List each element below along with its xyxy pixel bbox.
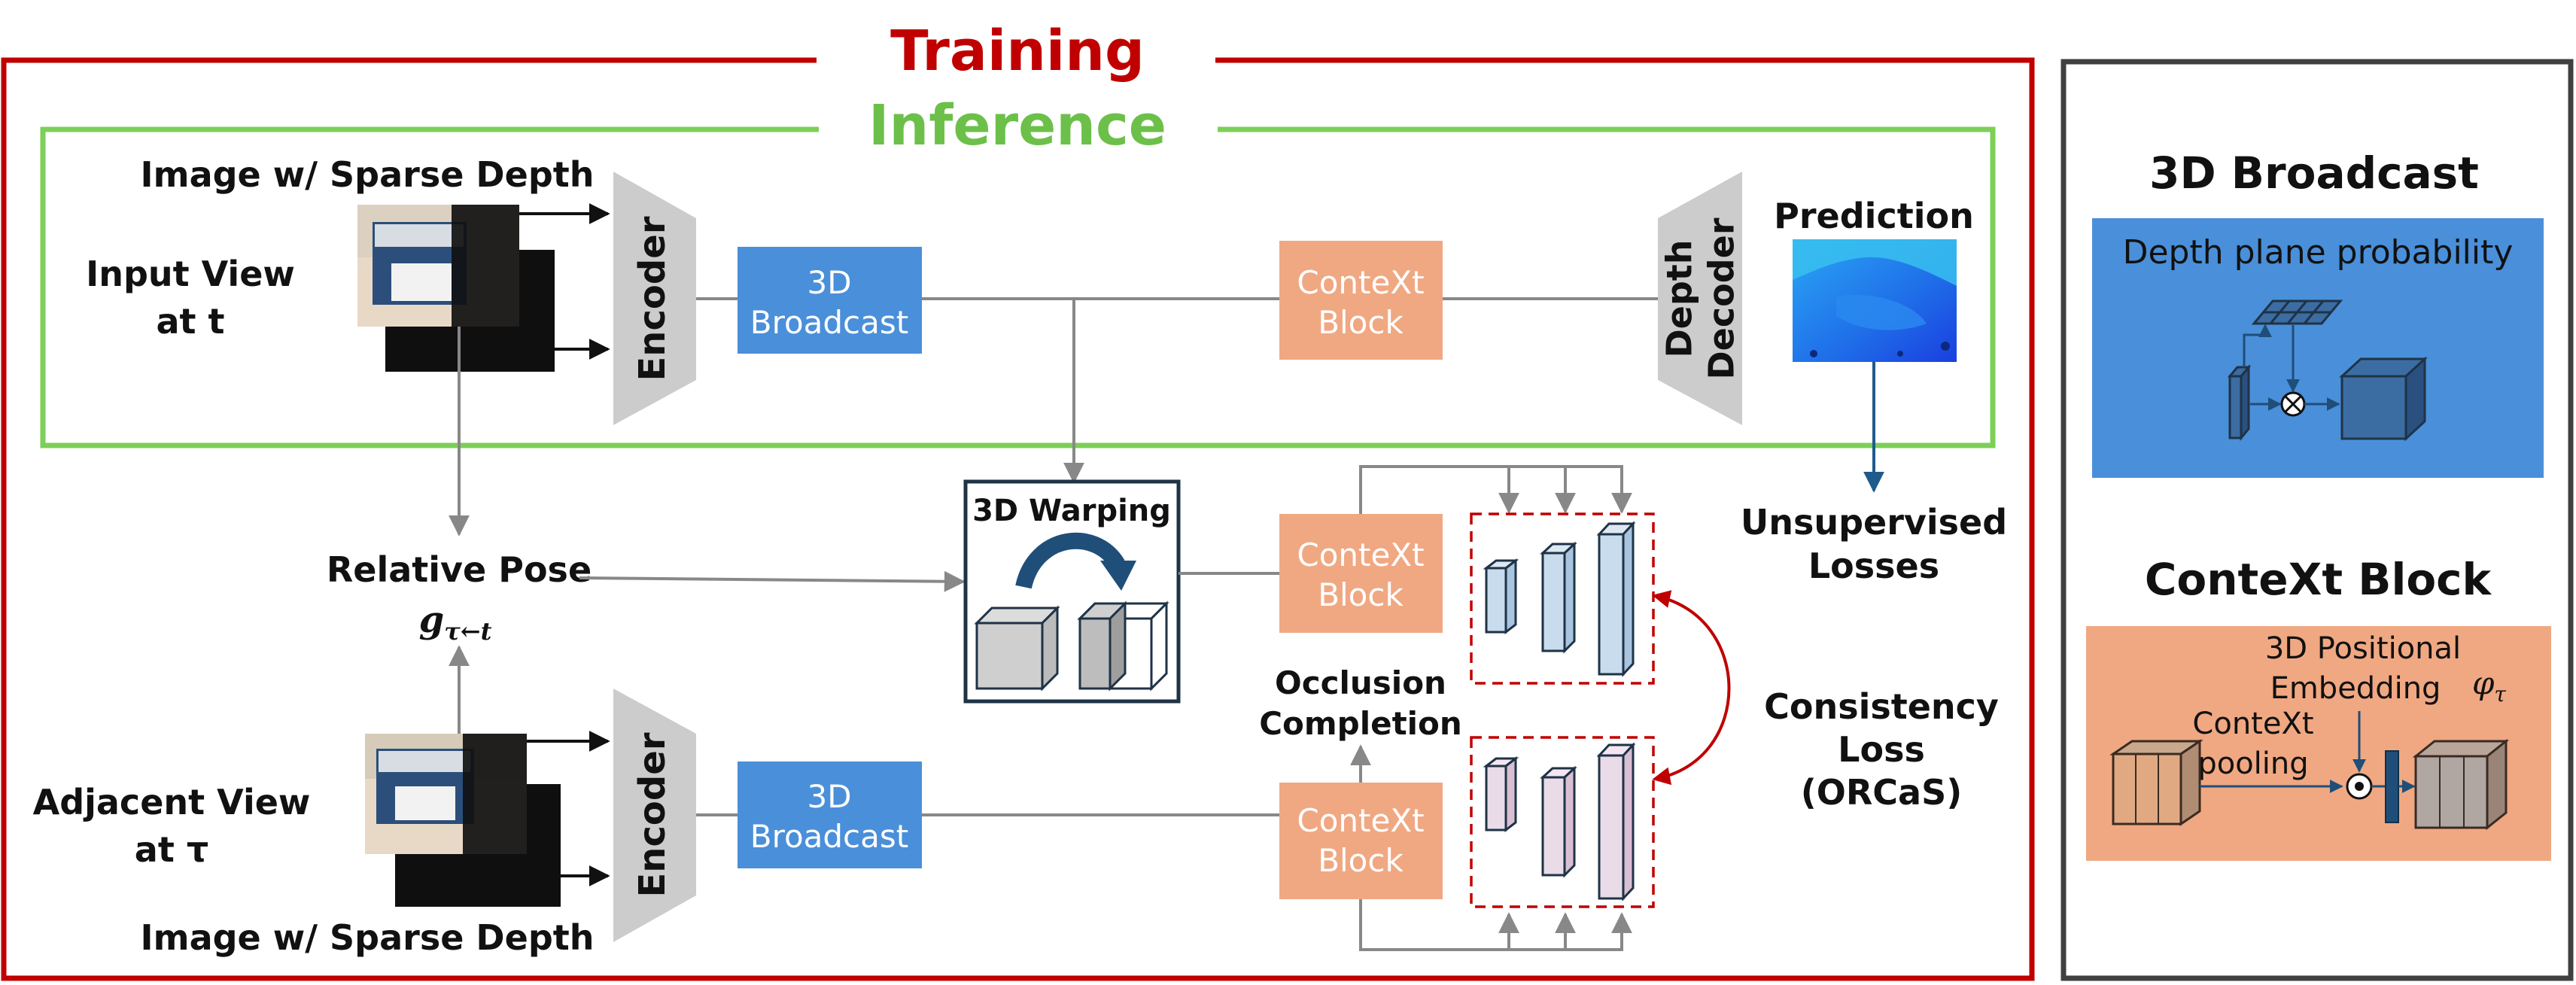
unsupervised-losses-label: Unsupervised Losses (1741, 502, 2007, 586)
pose-to-warping-arrow (579, 570, 966, 592)
consistency-loss-label: Consistency Loss (ORCaS) (1764, 686, 1999, 813)
adjacent-view-label: Adjacent View at τ (33, 782, 311, 870)
svg-text:at τ: at τ (135, 829, 208, 870)
phi-symbol: φτ (2472, 664, 2506, 707)
encoder-top: Encoder (613, 172, 696, 425)
svg-text:Embedding: Embedding (2270, 671, 2441, 706)
legend-broadcast-panel: Depth plane probability (2092, 218, 2544, 478)
svg-text:ConteXt: ConteXt (1297, 264, 1424, 301)
svg-text:Depth: Depth (1659, 239, 1700, 357)
svg-text:Block: Block (1318, 842, 1404, 879)
depth-decoder: Depth Decoder (1658, 172, 1742, 425)
svg-text:3D Positional: 3D Positional (2265, 631, 2461, 666)
svg-text:Input View: Input View (86, 254, 295, 294)
adjacent-image-stack (365, 734, 561, 907)
svg-text:3D Warping: 3D Warping (972, 494, 1171, 528)
input-image-stack (357, 205, 555, 372)
inference-frame (40, 126, 1996, 448)
svg-text:Broadcast: Broadcast (750, 304, 908, 341)
encoder-bottom: Encoder (613, 689, 696, 942)
bottom-image-caption: Image w/ Sparse Depth (141, 917, 595, 958)
broadcast-block-top: 3D Broadcast (738, 247, 922, 354)
legend-context-panel: 3D Positional Embedding φτ ConteXt pooli… (2086, 626, 2551, 861)
svg-text:Encoder: Encoder (631, 732, 674, 897)
context-block-mid: ConteXt Block (1279, 514, 1443, 633)
consistency-arrow (1652, 590, 1731, 786)
feature-pyramid-bottom (1359, 736, 1655, 951)
svg-text:Block: Block (1318, 304, 1404, 341)
svg-text:Occlusion: Occlusion (1275, 664, 1446, 701)
svg-text:Unsupervised: Unsupervised (1741, 502, 2007, 543)
svg-text:Completion: Completion (1259, 705, 1462, 742)
training-frame (1, 57, 2035, 981)
svg-text:Consistency: Consistency (1764, 686, 1999, 727)
svg-text:Adjacent View: Adjacent View (33, 782, 311, 822)
svg-text:ConteXt: ConteXt (1297, 537, 1424, 573)
svg-text:Losses: Losses (1808, 546, 1939, 586)
svg-text:Broadcast: Broadcast (750, 818, 908, 855)
context-block-top: ConteXt Block (1279, 241, 1443, 360)
inference-title: Inference (868, 93, 1166, 158)
svg-text:pooling: pooling (2197, 746, 2308, 781)
legend-frame (2060, 59, 2574, 981)
pose-symbol: gτ←t (419, 599, 492, 646)
prediction-label: Prediction (1774, 196, 1974, 236)
legend-broadcast-title: 3D Broadcast (2149, 147, 2479, 199)
feature-pyramid-top (1359, 465, 1655, 685)
training-title: Training (890, 19, 1145, 84)
occlusion-completion-label: Occlusion Completion (1259, 664, 1462, 742)
relative-pose-label: Relative Pose (327, 549, 592, 590)
top-image-caption: Image w/ Sparse Depth (141, 154, 595, 195)
svg-text:3D: 3D (807, 264, 851, 301)
svg-text:ConteXt: ConteXt (1297, 802, 1424, 839)
svg-text:Block: Block (1318, 576, 1404, 613)
svg-text:Encoder: Encoder (631, 216, 674, 381)
svg-text:Depth plane probability: Depth plane probability (2123, 233, 2514, 272)
svg-text:ConteXt: ConteXt (2192, 707, 2313, 741)
svg-text:at t: at t (156, 301, 224, 342)
legend-context-title: ConteXt Block (2145, 554, 2492, 605)
broadcast-block-bottom: 3D Broadcast (738, 762, 922, 868)
svg-text:Loss: Loss (1838, 729, 1925, 770)
svg-text:(ORCaS): (ORCaS) (1801, 772, 1963, 813)
input-view-label: Input View at t (86, 254, 295, 342)
prediction-image (1793, 239, 1957, 362)
svg-text:3D: 3D (807, 778, 851, 815)
warping-block: 3D Warping (963, 479, 1181, 704)
context-block-bottom: ConteXt Block (1279, 783, 1443, 899)
svg-text:Decoder: Decoder (1702, 217, 1742, 379)
